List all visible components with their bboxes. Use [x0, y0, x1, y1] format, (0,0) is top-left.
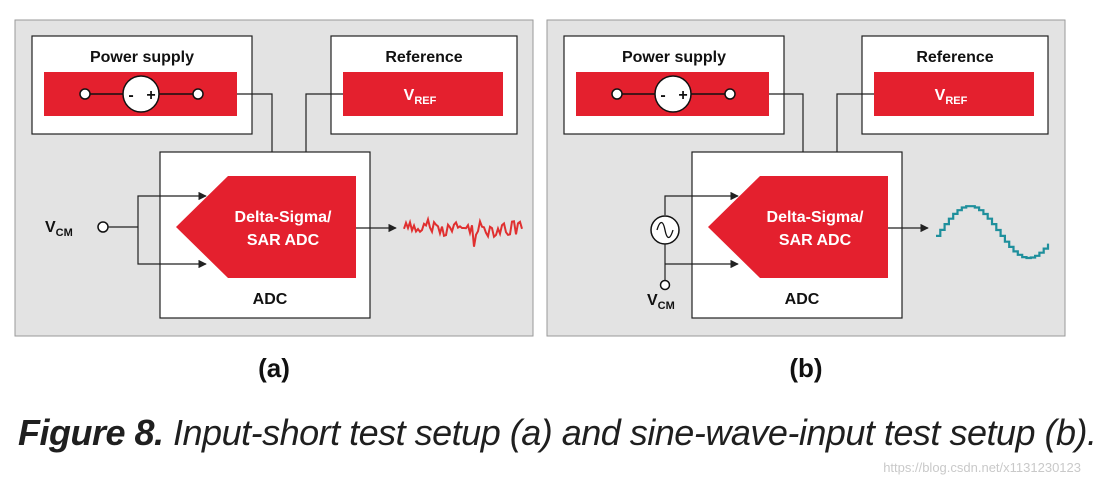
reference-title: Reference — [916, 49, 993, 66]
test-setup-figure: Power supply - + Reference VREF Delta-Si… — [14, 19, 1066, 383]
reference-block: Reference VREF — [861, 35, 1049, 135]
supply-terminal-left — [611, 88, 623, 100]
adc-text-line2: SAR ADC — [247, 232, 320, 249]
supply-terminal-right — [192, 88, 204, 100]
figure-caption: Figure 8. Input-short test setup (a) and… — [18, 412, 1095, 472]
adc-text-line2: SAR ADC — [779, 232, 852, 249]
input-wire-top — [137, 191, 207, 227]
supply-minus-sign: - — [128, 87, 133, 104]
panel-a: Power supply - + Reference VREF Delta-Si… — [14, 19, 534, 383]
vcm-terminal — [97, 221, 109, 233]
adc-block: Delta-Sigma/ SAR ADC ADC — [691, 151, 903, 319]
figure-caption-lead: Figure 8. — [18, 412, 164, 453]
vref-label: VREF — [404, 87, 437, 107]
power-supply-title: Power supply — [622, 49, 726, 66]
supply-to-adc-wire — [769, 93, 808, 173]
adc-pentagon — [176, 176, 356, 278]
supply-plus-sign: + — [678, 87, 687, 104]
adc-pentagon — [708, 176, 888, 278]
watermark-url: https://blog.csdn.net/x1131230123 — [883, 460, 1081, 475]
adc-text-line1: Delta-Sigma/ — [235, 209, 332, 226]
panel-b-label: (b) — [789, 353, 822, 383]
panel-b: Power supply - + Reference VREF Delta-Si… — [546, 19, 1066, 383]
reference-to-adc-wire — [832, 93, 874, 173]
power-supply-block: Power supply - + — [31, 35, 253, 135]
supply-terminal-left — [79, 88, 91, 100]
vref-label: VREF — [935, 87, 968, 107]
supply-to-adc-wire — [237, 93, 277, 173]
dc-source-icon — [122, 75, 160, 113]
power-supply-title: Power supply — [90, 49, 194, 66]
power-supply-block: Power supply - + — [563, 35, 785, 135]
dc-source-icon — [654, 75, 692, 113]
adc-box-label: ADC — [785, 291, 820, 308]
reference-to-adc-wire — [301, 93, 343, 173]
panel-a-label: (a) — [258, 353, 290, 383]
reference-red-box — [343, 72, 503, 116]
figure-caption-text: Input-short test setup (a) and sine-wave… — [163, 412, 1095, 453]
supply-terminal-right — [724, 88, 736, 100]
adc-box-label: ADC — [253, 291, 288, 308]
input-wire-bottom — [137, 227, 207, 269]
reference-red-box — [874, 72, 1034, 116]
vcm-label: VCM — [45, 219, 73, 239]
input-wire-top — [664, 191, 739, 215]
ac-source-sine-glyph — [656, 221, 674, 239]
noise-output-waveform — [403, 215, 523, 247]
vcm-label: VCM — [647, 292, 675, 312]
supply-minus-sign: - — [660, 87, 665, 104]
adc-block: Delta-Sigma/ SAR ADC ADC — [159, 151, 371, 319]
stepped-sine-output-waveform — [936, 205, 1050, 260]
supply-plus-sign: + — [146, 87, 155, 104]
adc-text-line1: Delta-Sigma/ — [767, 209, 864, 226]
reference-block: Reference VREF — [330, 35, 518, 135]
reference-title: Reference — [385, 49, 462, 66]
vcm-terminal — [659, 279, 671, 291]
